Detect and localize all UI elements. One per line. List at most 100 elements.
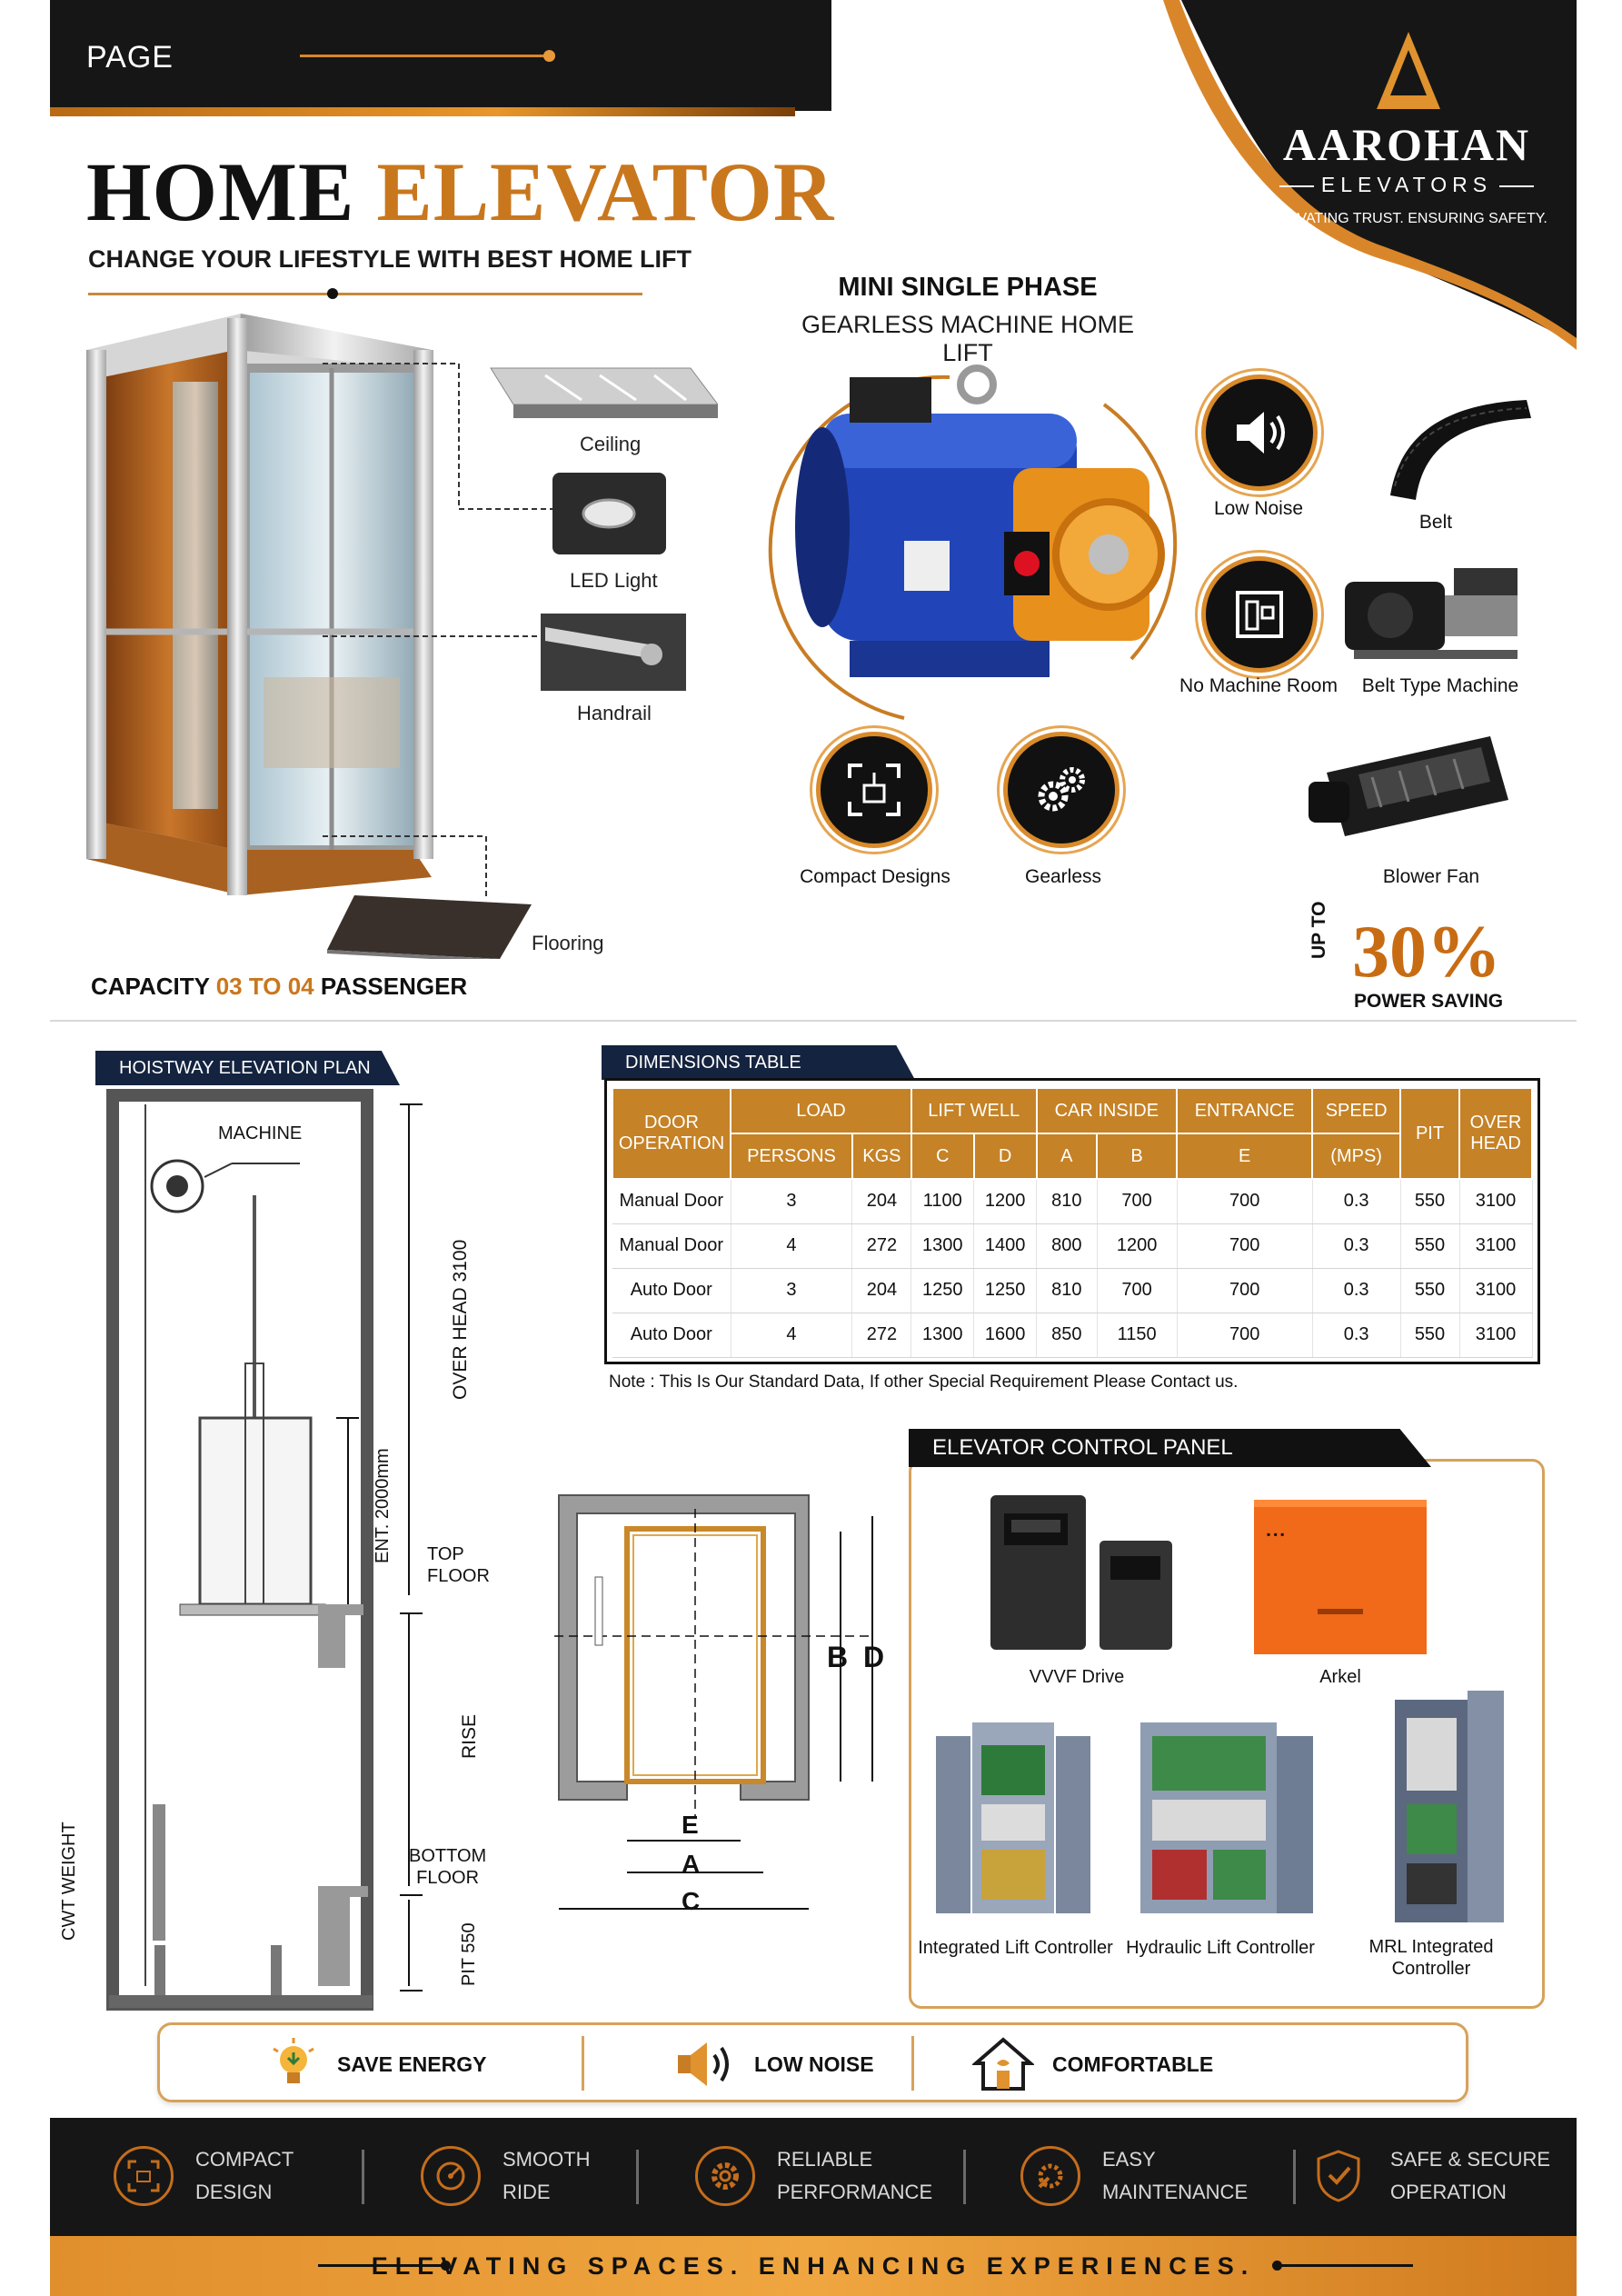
th-d: D (972, 1133, 1038, 1180)
cwt-weight-label: CWT WEIGHT (59, 1822, 79, 1941)
machine-room-icon (1236, 591, 1283, 638)
gear-icon (695, 2146, 755, 2206)
th-entrance: ENTRANCE (1176, 1087, 1314, 1134)
compact-designs-badge (816, 732, 932, 848)
brand-sub: ELEVATORS (1320, 173, 1493, 196)
benefit-comfortable: COMFORTABLE (972, 2032, 1213, 2096)
vvvf-drive-image (990, 1495, 1172, 1650)
belt-label: Belt (1418, 512, 1453, 533)
led-light-label: LED Light (570, 569, 658, 592)
benefit-divider (582, 2036, 584, 2091)
no-machine-room-label: No Machine Room (1179, 675, 1338, 696)
th-b: B (1096, 1133, 1179, 1180)
low-noise-badge (1201, 374, 1318, 491)
footer-divider (1293, 2150, 1296, 2204)
speaker-icon (678, 2042, 729, 2086)
over-head-label: OVER HEAD 3100 (450, 1239, 471, 1400)
no-machine-room-badge (1201, 556, 1318, 673)
brand-corner (1163, 0, 1577, 350)
shield-icon (1309, 2146, 1368, 2206)
low-noise-label: Low Noise (1213, 498, 1304, 519)
elevator-cabin-illustration (86, 314, 433, 895)
speaker-icon (1237, 412, 1285, 454)
tagline-line-right (1277, 2264, 1413, 2267)
brand-sub-line-right (1499, 185, 1534, 187)
control-panel-heading: ELEVATOR CONTROL PANEL (909, 1429, 1431, 1467)
machine-title: MINI SINGLE PHASE (838, 273, 1098, 302)
capacity-text: CAPACITY 03 TO 04 PASSENGER (91, 973, 468, 1000)
arkel-label: Arkel (1319, 1667, 1361, 1687)
th-pit: PIT (1399, 1087, 1460, 1180)
bulb-icon (273, 2038, 314, 2083)
ceiling-image (490, 367, 718, 418)
dial-icon (421, 2146, 481, 2206)
subtitle-dot (327, 288, 338, 299)
home-icon (972, 2037, 1034, 2091)
wrench-gear-icon (1020, 2146, 1080, 2206)
flooring-image (327, 895, 532, 959)
machine-subtitle: GEARLESS MACHINE HOME LIFT (801, 311, 1135, 366)
hoistway-elevation-drawing (106, 1089, 423, 2011)
page-subtitle: CHANGE YOUR LIFESTYLE WITH BEST HOME LIF… (88, 245, 692, 273)
plan-dim-a: A (682, 1850, 701, 1878)
svg-text:▪ ▪ ▪: ▪ ▪ ▪ (1267, 1528, 1284, 1541)
th-speed: SPEED (1311, 1087, 1401, 1134)
gears-icon (1038, 767, 1085, 812)
th-kgs: KGS (851, 1133, 912, 1180)
hoistway-heading: HOISTWAY ELEVATION PLAN (95, 1051, 400, 1085)
blower-fan-image (1309, 736, 1508, 836)
integrated-controller-image (936, 1722, 1090, 1913)
callout-lines (323, 363, 554, 900)
flooring-label: Flooring (532, 932, 604, 954)
th-e: E (1176, 1133, 1314, 1180)
belt-type-machine-image (1345, 568, 1518, 659)
subtitle-line (88, 293, 642, 295)
hydraulic-controller-label: Hydraulic Lift Controller (1126, 1938, 1315, 1958)
benefit-divider (911, 2036, 914, 2091)
pit-label: PIT 550 (459, 1922, 479, 1986)
footer-bar (50, 2118, 1577, 2236)
header-accent-line (50, 107, 795, 116)
benefit-bar (157, 2022, 1468, 2102)
footer-divider (963, 2150, 966, 2204)
th-load: LOAD (730, 1087, 912, 1134)
compact-designs-label: Compact Designs (800, 866, 950, 887)
belt-type-machine-label: Belt Type Machine (1361, 675, 1519, 696)
th-a: A (1035, 1133, 1099, 1180)
handrail-label: Handrail (577, 702, 652, 724)
vvvf-drive-label: VVVF Drive (1029, 1667, 1125, 1687)
th-persons: PERSONS (730, 1133, 853, 1180)
ceiling-label: Ceiling (580, 433, 642, 455)
th-mps: (MPS) (1311, 1133, 1401, 1180)
hydraulic-controller-image (1140, 1722, 1313, 1913)
gearless-badge (1003, 732, 1119, 848)
footer-divider (636, 2150, 639, 2204)
integrated-controller-label: Integrated Lift Controller (918, 1938, 1113, 1958)
arkel-controller-image: ▪ ▪ ▪ (1254, 1500, 1427, 1654)
th-door-operation: DOOR OPERATION (612, 1087, 731, 1180)
led-light-image (552, 473, 666, 554)
page-title: HOME ELEVATOR (86, 144, 834, 240)
compact-icon (848, 764, 901, 816)
footer-tagline-bar: ELEVATING SPACES. ENHANCING EXPERIENCES. (50, 2236, 1577, 2296)
plan-view-drawing (554, 1494, 873, 1910)
brand-name: AAROHAN (1282, 119, 1531, 170)
title-home: HOME (86, 145, 355, 238)
gearless-label: Gearless (1024, 866, 1102, 887)
saving-upto: UP TO (1309, 901, 1329, 959)
brand-sub-line-left (1279, 185, 1314, 187)
hoistway-machine-label: MACHINE (218, 1123, 303, 1143)
mrl-controller-image (1395, 1691, 1504, 1922)
saving-label: POWER SAVING (1354, 991, 1504, 1012)
blower-fan-label: Blower Fan (1382, 866, 1480, 887)
